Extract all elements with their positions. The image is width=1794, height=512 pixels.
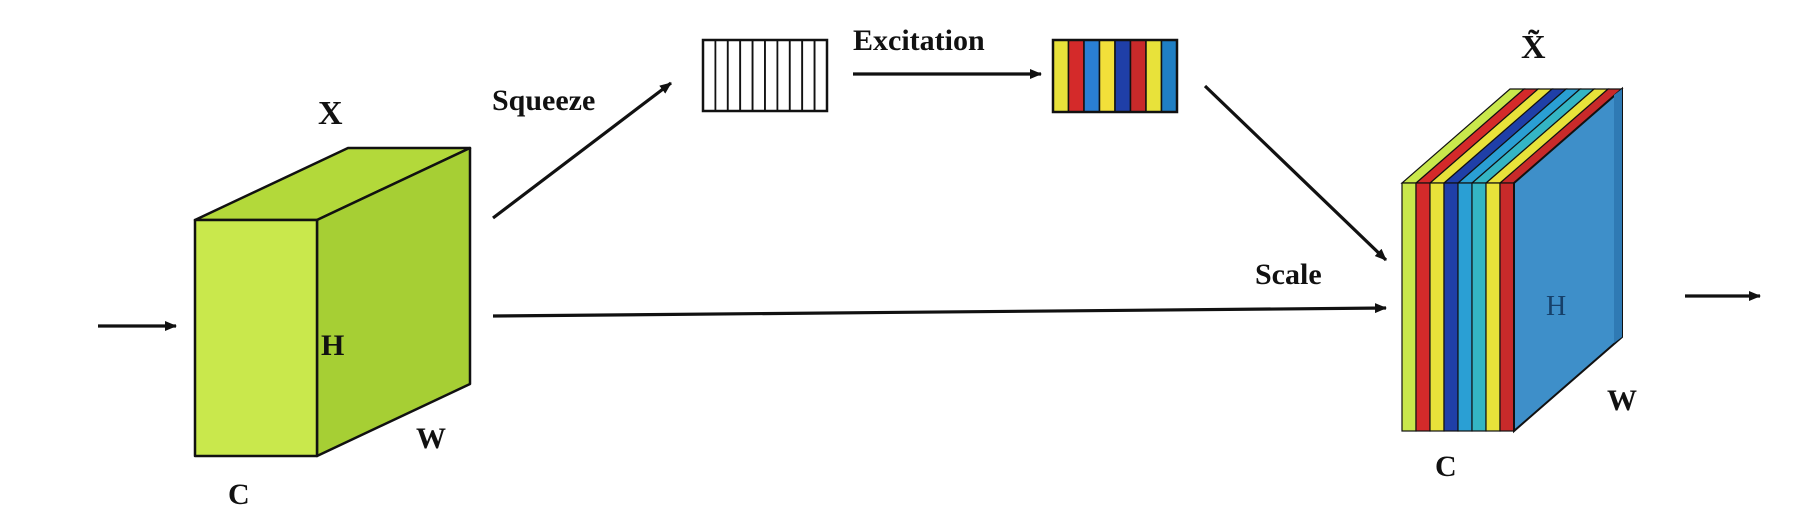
output-width-label: W <box>1607 384 1637 417</box>
skip-path-arrow <box>492 303 1387 318</box>
output-slice <box>1401 182 1417 432</box>
squeeze-vector <box>701 38 829 113</box>
excitation-slot <box>1052 39 1070 113</box>
scale-label: Scale <box>1255 258 1322 291</box>
weights-to-scale-arrow <box>1203 84 1388 262</box>
output-height-label: H <box>1546 291 1566 322</box>
output-slice <box>1471 182 1487 432</box>
excitation-vector <box>1051 38 1179 114</box>
input-tensor-front-face <box>193 218 319 458</box>
output-slice <box>1485 182 1501 432</box>
squeeze-slot <box>726 39 742 112</box>
output-slice <box>1499 182 1515 432</box>
output-channel-label: C <box>1435 450 1457 483</box>
excitation-slot <box>1114 39 1132 113</box>
squeeze-slot <box>788 39 804 112</box>
output-tensor-label: X̃ <box>1521 29 1546 66</box>
excitation-vector-border <box>1051 38 1179 114</box>
output-slice <box>1415 182 1431 432</box>
excitation-slot <box>1098 39 1116 113</box>
excitation-slot <box>1129 39 1147 113</box>
excitation-slot <box>1145 39 1163 113</box>
excitation-slot <box>1083 39 1101 113</box>
excitation-slot <box>1067 39 1085 113</box>
squeeze-slot <box>801 39 816 112</box>
excitation-slot <box>1160 39 1178 113</box>
output-tensor <box>1400 86 1624 434</box>
squeeze-slot <box>714 39 729 112</box>
squeeze-vector-border <box>701 38 829 113</box>
input-channel-label: C <box>228 478 250 511</box>
input-width-label: W <box>416 422 446 455</box>
output-slice <box>1429 182 1445 432</box>
squeeze-label: Squeeze <box>492 84 595 117</box>
squeeze-slot <box>764 39 779 112</box>
excitation-label: Excitation <box>853 24 985 57</box>
squeeze-slot <box>813 39 828 112</box>
output-tensor-edge <box>1614 89 1622 343</box>
output-slice <box>1457 182 1473 432</box>
input-tensor-label: X <box>318 95 343 132</box>
input-tensor <box>193 146 472 458</box>
squeeze-arrow <box>492 81 672 220</box>
squeeze-slot <box>776 39 791 112</box>
squeeze-slot <box>739 39 754 112</box>
squeeze-slot <box>702 39 717 112</box>
output-slice <box>1443 182 1459 432</box>
squeeze-slot <box>751 39 766 112</box>
input-height-label: H <box>321 329 344 362</box>
